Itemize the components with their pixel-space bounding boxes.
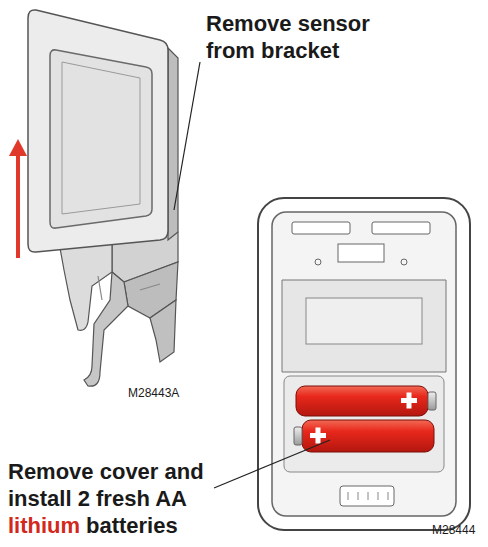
instruction-label: Remove sensor from bracket bbox=[206, 10, 406, 64]
leader-line bbox=[174, 62, 200, 210]
emphasis-word: lithium bbox=[8, 512, 80, 539]
battery-compartment bbox=[258, 198, 470, 530]
lift-arrow bbox=[9, 139, 27, 258]
instruction-label: batteries bbox=[86, 512, 178, 539]
sensor bbox=[28, 10, 178, 252]
figure-number: M28444 bbox=[432, 523, 475, 538]
figure-number: M28443A bbox=[128, 386, 179, 401]
aa-batteries bbox=[294, 386, 436, 452]
instruction-label: Remove cover and install 2 fresh AA bbox=[8, 458, 233, 512]
leader-line bbox=[214, 440, 330, 488]
